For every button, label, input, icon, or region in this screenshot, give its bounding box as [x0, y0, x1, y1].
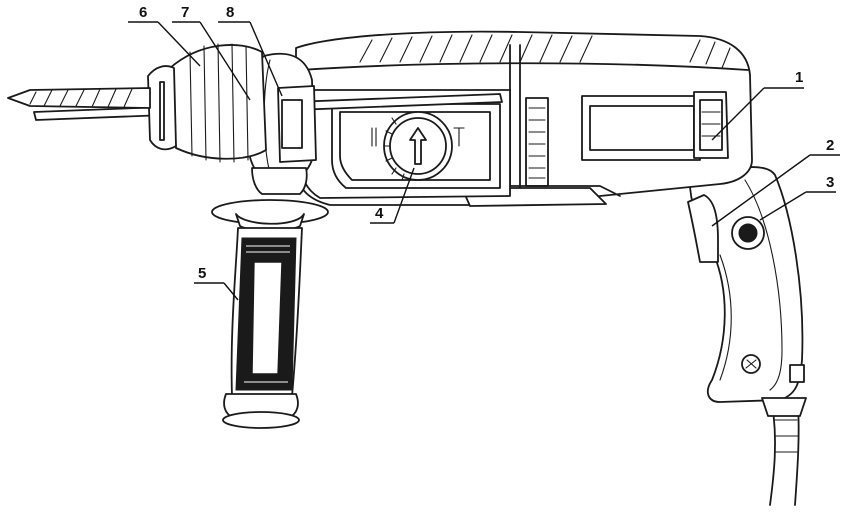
- callout-6: 6: [139, 4, 147, 21]
- callout-1: 1: [795, 69, 803, 86]
- leader-6: [128, 21, 201, 67]
- leader-8: [218, 21, 283, 97]
- leader-5: [194, 282, 239, 301]
- lock-button: [731, 216, 765, 250]
- leader-3: [759, 191, 836, 221]
- drill-bit: [7, 87, 151, 109]
- leader-1: [711, 87, 804, 141]
- mode-selector-knob: [383, 111, 453, 181]
- leader-7: [172, 21, 251, 101]
- leader-4: [370, 167, 415, 224]
- auxiliary-handle: [211, 167, 329, 429]
- trigger: [687, 194, 719, 263]
- leader-2: [711, 154, 840, 227]
- callout-numbers: 1 2 3 4 5 6 7 8: [139, 4, 834, 282]
- callout-4: 4: [375, 205, 384, 222]
- chuck: [147, 43, 267, 163]
- power-cord: [769, 403, 800, 506]
- callout-2: 2: [826, 137, 834, 154]
- leader-lines: [128, 21, 840, 301]
- callout-5: 5: [198, 265, 206, 282]
- callout-8: 8: [226, 4, 234, 21]
- callout-7: 7: [181, 4, 189, 21]
- callout-3: 3: [826, 174, 834, 191]
